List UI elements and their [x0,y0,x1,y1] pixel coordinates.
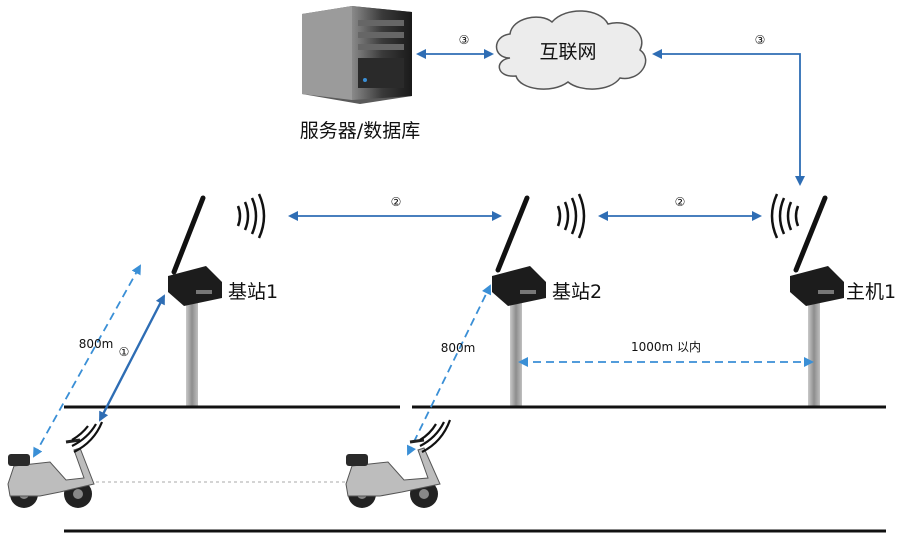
station-1-label: 基站1 [228,281,278,303]
antenna-transceiver-icon [168,195,222,306]
link-station2-host-label: ② [675,195,686,209]
station-2: 基站2 [492,193,602,406]
station-1: 基站1 [168,193,278,406]
radio-waves-icon [419,419,452,453]
server-tower-icon [302,6,412,104]
scooter-1 [7,421,104,508]
pole [808,300,820,406]
link-scooter1-station1 [98,294,166,422]
host-1: 主机1 [770,193,896,406]
server-label: 服务器/数据库 [300,120,420,142]
radio-waves-icon [71,421,104,453]
station-2-label: 基站2 [552,281,602,303]
host-1-label: 主机1 [846,281,896,303]
radio-waves-icon [770,193,800,239]
distance-scooter2-station2-label: 800m [441,341,476,355]
link-server-cloud-label: ③ [459,33,470,47]
cloud-icon [495,10,647,90]
pole [186,300,198,406]
radio-waves-icon [236,193,266,239]
pole [510,300,522,406]
distance-station2-host-label: 1000m 以内 [631,340,701,354]
link-scooter1-station1-label: ① [119,345,130,359]
link-station1-station2-label: ② [391,195,402,209]
distance-scooter1-station1 [33,264,141,458]
antenna-transceiver-icon [790,195,844,306]
scooter-icon [7,438,95,508]
distance-scooter2-station2 [407,284,491,456]
cloud-label: 互联网 [539,41,596,63]
antenna-transceiver-icon [492,195,546,306]
scooter-icon [345,438,441,508]
link-cloud-host-label: ③ [755,33,766,47]
scooter-2 [345,419,452,508]
distance-scooter1-station1-label: 800m [79,337,114,351]
radio-waves-icon [556,193,586,239]
link-cloud-host [652,49,805,186]
